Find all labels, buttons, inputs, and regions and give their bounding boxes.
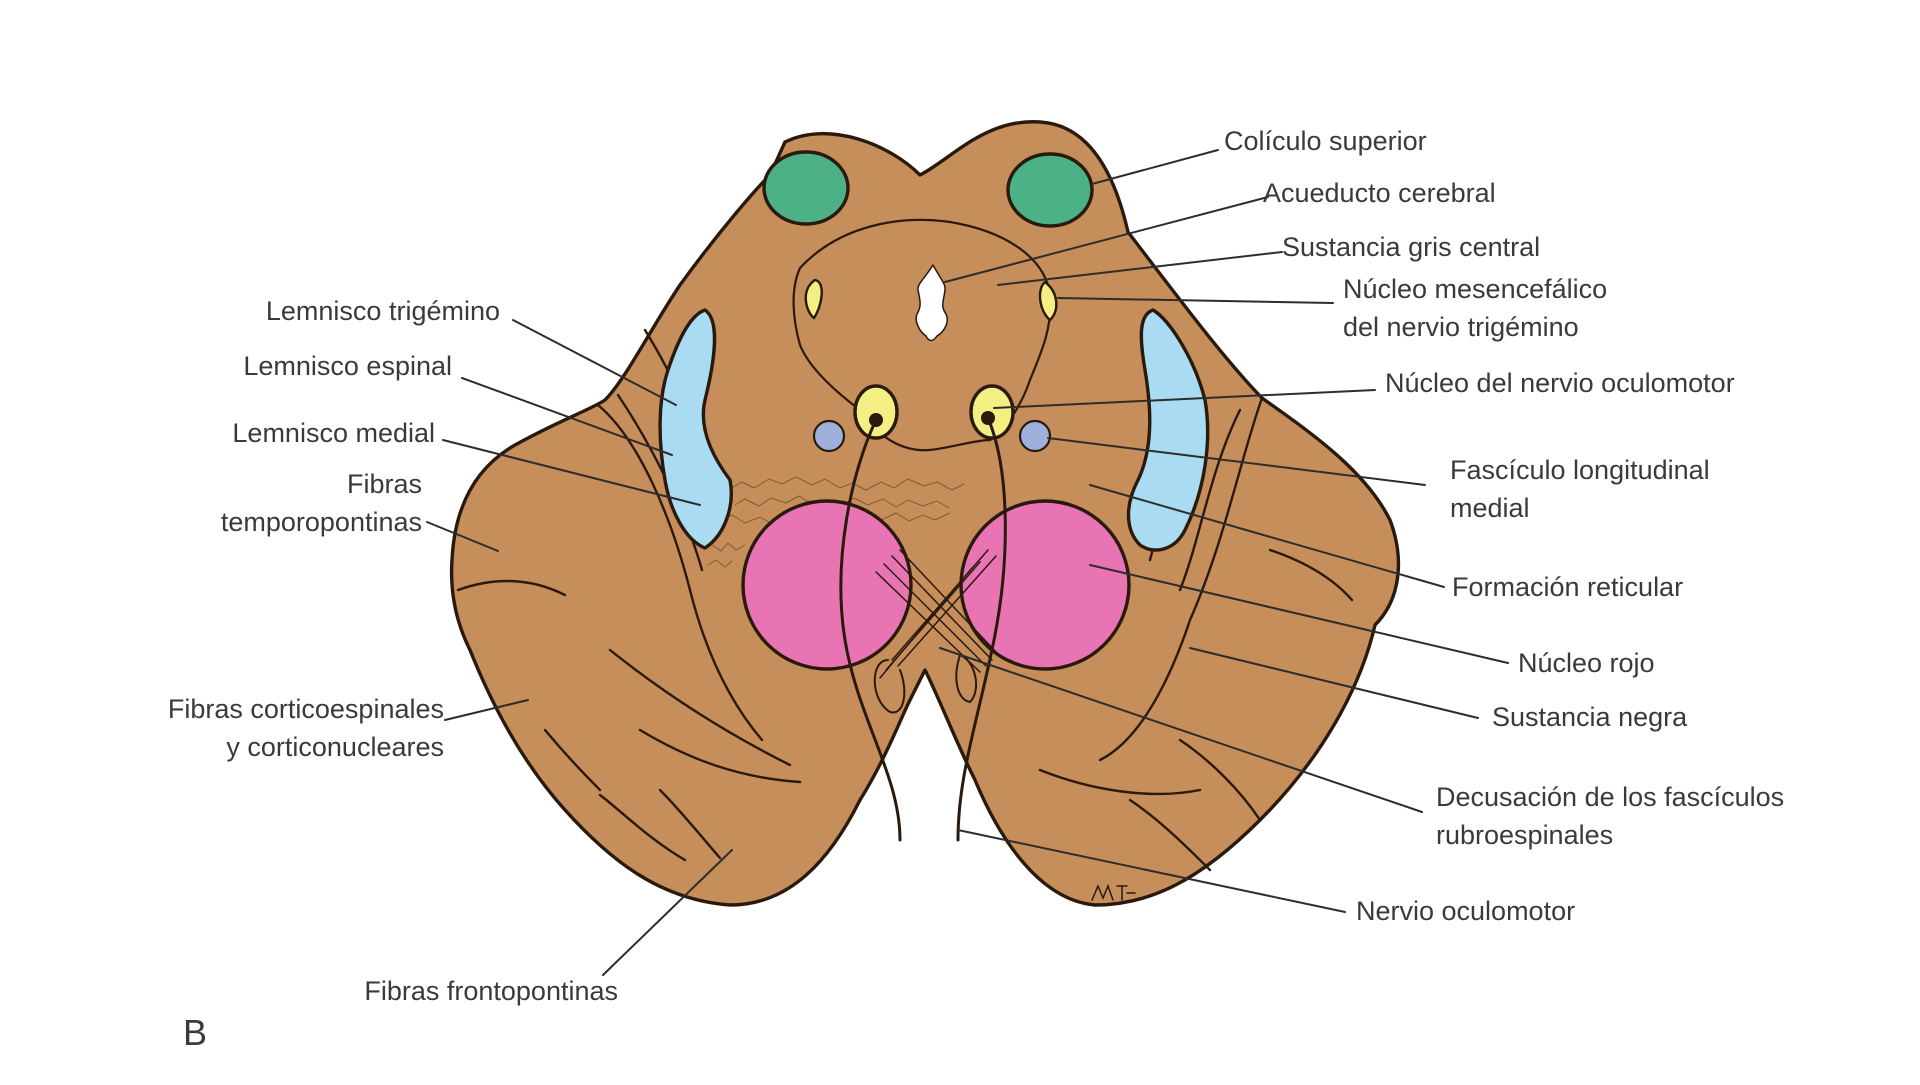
label-formacion-reticular: Formación reticular (1452, 572, 1683, 602)
red-nucleus-left (741, 499, 913, 671)
medial-longitudinal-fasciculus-right (1018, 419, 1052, 453)
lemniscus-right (1126, 308, 1210, 552)
trigeminal-mesencephalic-nucleus-right (1038, 280, 1058, 322)
superior-colliculus-right (1006, 152, 1094, 228)
label-lemnisco-espinal: Lemnisco espinal (243, 351, 452, 381)
label-group: Colículo superior Acueducto cerebral Sus… (168, 126, 1784, 1053)
label-fibras-corticoespinales-line1: Fibras corticoespinales (168, 694, 444, 724)
superior-colliculus-left (762, 150, 850, 226)
midbrain-section (449, 120, 1401, 907)
label-fibras-temporopontinas-line1: Fibras (347, 469, 422, 499)
substantia-nigra-right-loop (955, 654, 978, 704)
rubrospinal-decussation (875, 549, 997, 679)
cerebral-aqueduct (915, 264, 949, 342)
lemniscus-left (658, 308, 733, 550)
oculomotor-nerve-right (956, 416, 1007, 842)
label-sustancia-negra: Sustancia negra (1492, 702, 1688, 732)
label-fibras-temporopontinas-line2: temporopontinas (221, 507, 422, 537)
label-nervio-oculomotor: Nervio oculomotor (1356, 896, 1575, 926)
label-nucleo-rojo: Núcleo rojo (1518, 648, 1655, 678)
oculomotor-nerve-left (839, 418, 902, 842)
medial-longitudinal-fasciculus-left (812, 419, 846, 453)
label-acueducto-cerebral: Acueducto cerebral (1263, 178, 1496, 208)
label-fasciculo-longitudinal-line2: medial (1450, 493, 1530, 523)
label-decusacion-line1: Decusación de los fascículos (1436, 782, 1784, 812)
panel-letter: B (183, 1012, 207, 1053)
oculomotor-nucleus-right (969, 384, 1015, 440)
label-lemnisco-trigemino: Lemnisco trigémino (266, 296, 500, 326)
trigeminal-mesencephalic-nucleus-left (804, 278, 823, 320)
label-fibras-corticoespinales-line2: y corticonucleares (226, 732, 444, 762)
label-fasciculo-longitudinal-line1: Fascículo longitudinal (1450, 455, 1710, 485)
leader-lines (426, 149, 1509, 976)
label-decusacion-line2: rubroespinales (1436, 820, 1613, 850)
label-coliculo-superior: Colículo superior (1224, 126, 1427, 156)
artist-signature-mark (1091, 883, 1136, 901)
substantia-nigra-left-loop (873, 659, 906, 714)
label-sustancia-gris-central: Sustancia gris central (1282, 232, 1540, 262)
red-nucleus-right (959, 499, 1131, 671)
label-fibras-frontopontinas: Fibras frontopontinas (364, 976, 618, 1006)
label-nucleo-nervio-oculomotor: Núcleo del nervio oculomotor (1385, 368, 1735, 398)
label-nucleo-mesencefalico-line1: Núcleo mesencefálico (1343, 274, 1607, 304)
label-lemnisco-medial: Lemnisco medial (232, 418, 435, 448)
oculomotor-nucleus-left (853, 384, 899, 440)
label-nucleo-mesencefalico-line2: del nervio trigémino (1343, 312, 1579, 342)
